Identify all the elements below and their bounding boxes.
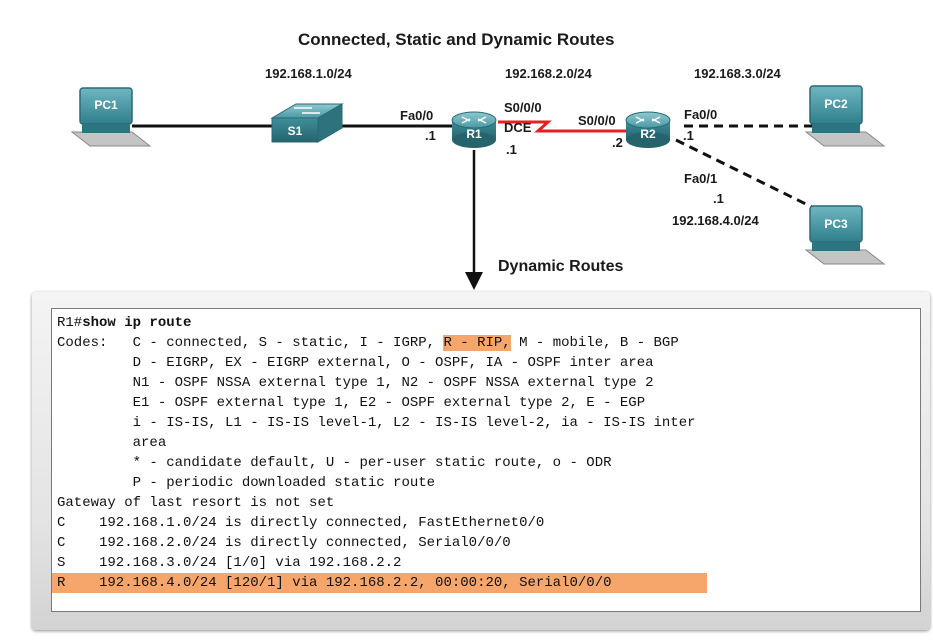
terminal-prompt: R1# [57,315,83,331]
codes-line-5: i - IS-IS, L1 - IS-IS level-1, L2 - IS-I… [57,415,696,431]
s1-label: S1 [288,124,303,138]
r1-s000-address: .1 [506,142,517,157]
r1-fa00-address: .1 [425,128,436,143]
pc2-label: PC2 [824,97,848,111]
codes-line-3: N1 - OSPF NSSA external type 1, N2 - OSP… [57,375,654,391]
codes-line-1a: Codes: C - connected, S - static, I - IG… [57,335,444,351]
rip-code-highlight: R - RIP, [443,335,511,351]
switch-s1-icon: S1 [270,103,344,143]
codes-line-4: E1 - OSPF external type 1, E2 - OSPF ext… [57,395,646,411]
codes-line-7: * - candidate default, U - per-user stat… [57,455,612,471]
route-line-connected-1: C 192.168.1.0/24 is directly connected, … [57,515,545,531]
terminal-panel: R1#show ip route Codes: C - connected, S… [32,292,930,630]
arrow-head [465,272,483,290]
network-label-4: 192.168.4.0/24 [672,213,759,228]
codes-line-6: area [57,435,167,451]
r2-s000-label: S0/0/0 [578,113,616,128]
network-label-2: 192.168.2.0/24 [505,66,592,81]
terminal-screen: R1#show ip route Codes: C - connected, S… [51,308,921,612]
pc1-icon: PC1 [70,87,152,147]
codes-line-2: D - EIGRP, EX - EIGRP external, O - OSPF… [57,355,654,371]
r2-label: R2 [640,127,656,141]
route-line-connected-2: C 192.168.2.0/24 is directly connected, … [57,535,511,551]
link-r1-r2-serial [498,120,626,133]
r2-fa00-label: Fa0/0 [684,107,718,122]
route-line-rip-highlight: R 192.168.4.0/24 [120/1] via 192.168.2.2… [52,573,707,593]
route-line-static: S 192.168.3.0/24 [1/0] via 192.168.2.2 [57,555,402,571]
network-label-3: 192.168.3.0/24 [694,66,781,81]
gateway-line: Gateway of last resort is not set [57,495,335,511]
r1-label: R1 [466,127,482,141]
codes-line-1: Codes: C - connected, S - static, I - IG… [57,333,679,353]
network-topology: PC1 S1 R1 R2 PC2 PC3 [70,85,886,290]
pc3-icon: PC3 [804,205,886,265]
network-label-1: 192.168.1.0/24 [265,66,352,81]
r2-fa00-address: .1 [683,128,694,143]
r1-dce-label: DCE [504,120,532,135]
link-r2-pc3 [675,138,823,214]
codes-line-8: P - periodic downloaded static route [57,475,436,491]
r1-s000-label: S0/0/0 [504,100,542,115]
r2-s000-address: .2 [612,135,623,150]
terminal-command: show ip route [82,315,192,331]
pc2-icon: PC2 [804,85,886,147]
diagram-title: Connected, Static and Dynamic Routes [298,30,615,49]
r1-fa00-label: Fa0/0 [400,108,434,123]
r2-fa01-address: .1 [713,191,724,206]
r2-fa01-label: Fa0/1 [684,171,718,186]
pc1-label: PC1 [94,98,118,112]
router-r2-icon: R2 [625,111,671,148]
dynamic-routes-label: Dynamic Routes [498,258,624,275]
router-r1-icon: R1 [451,111,497,148]
command-line: R1#show ip route [57,313,191,333]
pc3-label: PC3 [824,217,848,231]
codes-line-1b: M - mobile, B - BGP [510,335,679,351]
